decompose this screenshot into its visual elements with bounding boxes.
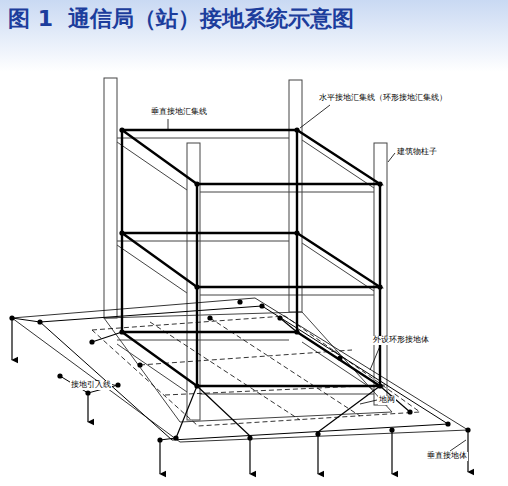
ground-plane — [12, 298, 468, 442]
leader-line — [450, 440, 466, 451]
junction-dot — [247, 435, 252, 440]
junction-dot — [445, 421, 450, 426]
beam — [302, 140, 374, 188]
junction-dot — [194, 284, 199, 289]
ground-lead — [12, 318, 40, 322]
leader-lines — [95, 105, 466, 451]
beam — [200, 295, 374, 296]
junction-dot — [119, 230, 124, 235]
junction-dot — [37, 319, 42, 324]
junction-dots — [9, 127, 470, 442]
grounding-bus-frame — [122, 130, 380, 386]
junction-dot — [259, 303, 264, 308]
junction-dot — [207, 315, 212, 320]
leader-line — [300, 105, 330, 128]
junction-dot — [315, 431, 320, 436]
leader-line — [388, 153, 395, 162]
building-base — [104, 312, 392, 422]
junction-dot — [465, 427, 470, 432]
label-vertical-bus: 垂直接地汇集线 — [150, 108, 208, 117]
ground-lead — [197, 386, 250, 436]
junction-dot — [377, 284, 382, 289]
vertical-electrode — [11, 318, 12, 360]
beam — [200, 394, 374, 395]
label-ground-net: 地网 — [378, 396, 396, 405]
junction-dot — [85, 390, 90, 395]
ground-lead — [280, 318, 297, 332]
beam — [200, 192, 374, 193]
junction-dot — [294, 127, 299, 132]
vertical-electrode — [249, 438, 250, 474]
ground-net — [150, 322, 300, 420]
junction-dot — [237, 299, 242, 304]
horizontal-bus — [122, 332, 380, 386]
junction-dot — [377, 181, 382, 186]
column — [289, 80, 302, 312]
leader-line — [168, 119, 169, 130]
junction-dot — [277, 315, 282, 320]
vertical-electrode — [87, 393, 88, 422]
leader-line — [370, 346, 380, 370]
ring-ground-electrode — [40, 306, 448, 440]
vertical-electrode — [317, 434, 318, 474]
junction-dot — [294, 230, 299, 235]
ground-lead — [318, 386, 380, 432]
beam — [117, 142, 187, 190]
label-lead-in: 接地引入线 — [70, 381, 112, 390]
junction-dot — [194, 383, 199, 388]
junction-dot — [194, 181, 199, 186]
label-ring-electrode: 外设环形接地体 — [372, 336, 430, 345]
junction-dot — [294, 329, 299, 334]
beam — [117, 340, 289, 341]
vertical-electrode — [391, 430, 392, 474]
junction-dot — [89, 339, 94, 344]
junction-dot — [377, 383, 382, 388]
ground-grid — [12, 298, 468, 474]
junction-dot — [57, 373, 62, 378]
junction-dot — [389, 427, 394, 432]
leader-line — [360, 400, 377, 404]
ground-net — [92, 316, 420, 426]
junction-dot — [115, 382, 120, 387]
label-vertical-electrode: 垂直接地体 — [426, 452, 468, 461]
label-horizontal-bus: 水平接地汇集线（环形接地汇集线） — [318, 94, 448, 103]
beam — [117, 138, 289, 139]
ground-lead — [60, 376, 118, 393]
ground-net — [140, 350, 352, 365]
column — [104, 78, 117, 318]
horizontal-bus — [122, 130, 380, 184]
junction-dot — [119, 127, 124, 132]
junction-dot — [407, 409, 412, 414]
junction-dot — [9, 315, 14, 320]
beam — [117, 241, 289, 242]
ground-lead — [92, 332, 122, 342]
label-column: 建筑物柱子 — [396, 148, 438, 157]
ground-lead — [176, 386, 197, 438]
vertical-electrode — [159, 440, 160, 474]
figure-title: 图 1 通信局（站）接地系统示意图 — [8, 4, 354, 34]
junction-dot — [157, 437, 162, 442]
beam — [117, 245, 187, 293]
beam — [302, 243, 374, 291]
junction-dot — [337, 355, 342, 360]
building-columns — [104, 78, 392, 422]
junction-dot — [137, 362, 142, 367]
junction-dot — [119, 329, 124, 334]
horizontal-bus — [122, 233, 380, 287]
vertical-electrode — [467, 430, 468, 472]
junction-dot — [173, 435, 178, 440]
